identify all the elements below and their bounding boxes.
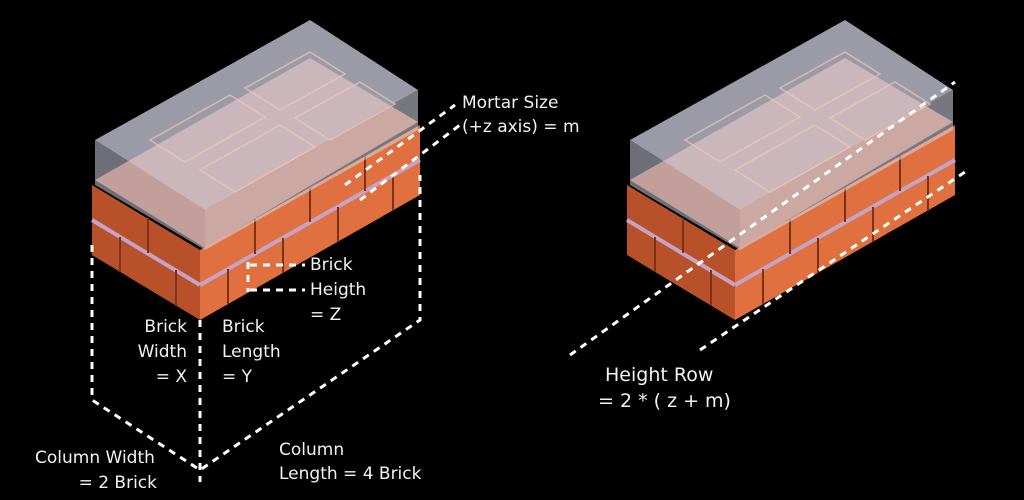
brick-height-label-2: Heigth (310, 280, 366, 300)
brick-height-label: Brick (310, 255, 353, 275)
brick-length-label: Brick (222, 317, 265, 337)
brick-height-value: = Z (310, 305, 341, 325)
column-length-label: Column (279, 440, 344, 460)
column-length-value: Length = 4 Brick (279, 464, 422, 484)
column-width-value: = 2 Brick (79, 473, 158, 493)
brick-length-value: = Y (222, 367, 253, 387)
mortar-size-value: (+z axis) = m (462, 117, 580, 137)
height-row-formula: = 2 * ( z + m) (598, 390, 731, 412)
left-dimension-lines (90, 103, 461, 482)
right-dimension-lines (569, 80, 966, 357)
mortar-size-label: Mortar Size (462, 93, 558, 113)
column-width-label: Column Width (35, 448, 155, 468)
left-brick-column (90, 18, 422, 322)
brick-width-label: Brick (144, 317, 187, 337)
right-brick-column (625, 18, 957, 322)
height-row-label: Height Row (605, 364, 713, 386)
brick-length-label-2: Length (222, 342, 281, 362)
brick-width-value: = X (156, 367, 188, 387)
brick-width-label-2: Width (138, 342, 187, 362)
